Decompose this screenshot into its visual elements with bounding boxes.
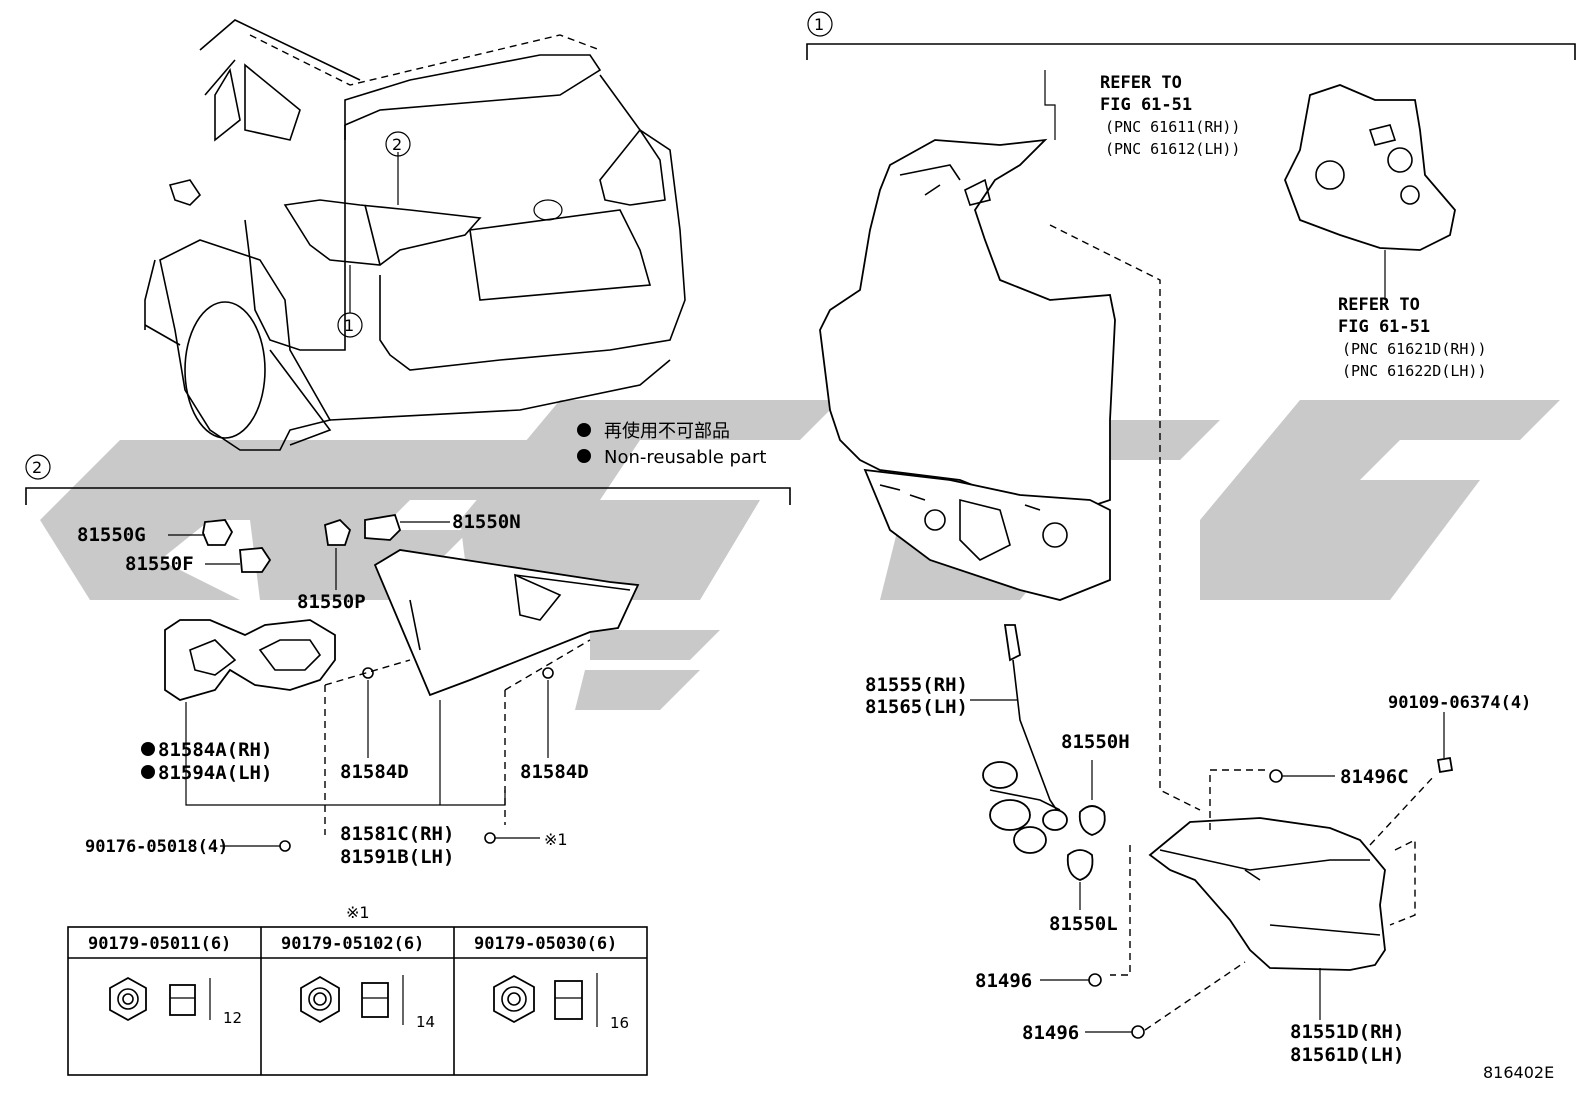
nut-table: ※1 90179-05011(6) 90179-05102(6) 90179-0… <box>67 903 648 1076</box>
inner-lamp-group <box>164 513 640 852</box>
section-two-bracket: 2 <box>25 454 791 505</box>
legend-jp: 再使用不可部品 <box>604 421 730 442</box>
label-81565: 81565(LH) <box>865 696 968 718</box>
table-col-1-part: 90179-05011(6) <box>88 934 231 954</box>
label-81561D: 81561D(LH) <box>1290 1044 1404 1066</box>
refer-right: REFER TO FIG 61-51 (PNC 61621D(RH)) (PNC… <box>1338 295 1487 380</box>
svg-text:(PNC 61611(RH)): (PNC 61611(RH)) <box>1105 118 1240 136</box>
body-panel-assembly <box>819 70 1456 1039</box>
label-81584A: 81584A(RH) <box>158 739 272 761</box>
svg-text:REFER TO: REFER TO <box>1338 295 1420 315</box>
label-81584D-a: 81584D <box>340 761 409 783</box>
label-81551D: 81551D(RH) <box>1290 1021 1404 1043</box>
dim-12: 12 <box>223 1009 242 1027</box>
svg-text:1: 1 <box>814 15 824 34</box>
section-one-bracket: 1 <box>806 11 1576 60</box>
label-81594A: 81594A(LH) <box>158 762 272 784</box>
label-90176: 90176-05018(4) <box>85 837 228 857</box>
table-col-3-part: 90179-05030(6) <box>474 934 617 954</box>
table-col-2-part: 90179-05102(6) <box>281 934 424 954</box>
svg-text:2: 2 <box>32 458 42 477</box>
svg-text:2: 2 <box>392 135 402 154</box>
left-part-labels: 81550G 81550F 81550P 81550N 81584A(RH) 8… <box>77 511 589 868</box>
vehicle-rear-illustration: 2 1 <box>144 19 686 451</box>
label-81496-a: 81496 <box>975 970 1032 992</box>
label-81550F: 81550F <box>125 553 194 575</box>
diagram-code: 816402E <box>1483 1063 1554 1082</box>
legend-en: Non-reusable part <box>604 447 766 468</box>
label-81550L: 81550L <box>1049 913 1118 935</box>
table-note: ※1 <box>346 903 370 922</box>
label-81550G: 81550G <box>77 524 146 546</box>
label-81555: 81555(RH) <box>865 674 968 696</box>
nut-icon-14: 14 <box>300 975 435 1031</box>
svg-text:(PNC 61622D(LH)): (PNC 61622D(LH)) <box>1342 362 1487 380</box>
label-81591B: 81591B(LH) <box>340 846 454 868</box>
label-81496C: 81496C <box>1340 766 1409 788</box>
svg-text:(PNC 61621D(RH)): (PNC 61621D(RH)) <box>1342 340 1487 358</box>
svg-text:(PNC 61612(LH)): (PNC 61612(LH)) <box>1105 140 1240 158</box>
label-81496-b: 81496 <box>1022 1022 1079 1044</box>
label-81581C: 81581C(RH) <box>340 823 454 845</box>
svg-text:FIG 61-51: FIG 61-51 <box>1100 95 1192 115</box>
dim-16: 16 <box>610 1014 629 1032</box>
nut-icon-12: 12 <box>109 976 242 1027</box>
label-81550N: 81550N <box>452 511 521 533</box>
label-81584D-b: 81584D <box>520 761 589 783</box>
legend: 再使用不可部品 Non-reusable part <box>577 421 766 468</box>
dim-14: 14 <box>416 1013 435 1031</box>
svg-text:FIG 61-51: FIG 61-51 <box>1338 317 1430 337</box>
label-81550H: 81550H <box>1061 731 1130 753</box>
label-90109: 90109-06374(4) <box>1388 693 1531 713</box>
label-note-1: ※1 <box>544 830 568 849</box>
watermark-logo <box>40 400 1560 710</box>
socket-cluster <box>982 761 1068 854</box>
nut-icon-16: 16 <box>493 973 629 1032</box>
svg-text:REFER TO: REFER TO <box>1100 73 1182 93</box>
svg-text:1: 1 <box>344 316 354 335</box>
label-81550P: 81550P <box>297 591 366 613</box>
refer-top: REFER TO FIG 61-51 (PNC 61611(RH)) (PNC … <box>1100 73 1240 158</box>
right-part-labels: 81555(RH) 81565(LH) 81550H 81550L 90109-… <box>865 674 1531 1066</box>
